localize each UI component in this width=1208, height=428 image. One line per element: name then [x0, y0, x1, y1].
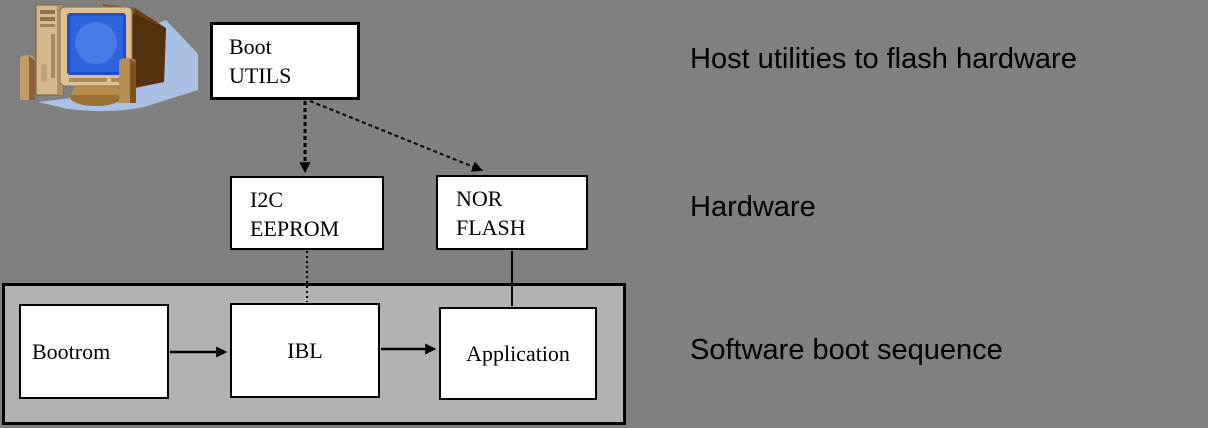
box-bootrom-label: Bootrom: [32, 338, 111, 364]
box-ibl: IBL: [230, 303, 380, 398]
box-boot-utils-line1: Boot: [229, 34, 272, 59]
edge-bootutils-norflash: [309, 100, 484, 172]
box-nor-flash: NOR FLASH: [436, 175, 588, 250]
box-i2c-eeprom-line2: EEPROM: [250, 216, 340, 241]
box-application: Application: [439, 307, 597, 400]
computer-icon: [8, 2, 200, 116]
box-nor-flash-line1: NOR: [456, 186, 503, 211]
box-i2c-eeprom: I2C EEPROM: [230, 176, 384, 250]
box-application-label: Application: [466, 340, 570, 366]
desktop-computer-illustration: [20, 4, 198, 112]
box-bootrom: Bootrom: [19, 304, 169, 399]
box-i2c-eeprom-line1: I2C: [250, 187, 283, 212]
box-boot-utils: Boot UTILS: [210, 22, 360, 100]
box-ibl-label: IBL: [287, 337, 323, 363]
label-host-utilities: Host utilities to flash hardware: [690, 43, 1077, 75]
box-boot-utils-line2: UTILS: [229, 63, 292, 88]
box-nor-flash-line2: FLASH: [456, 215, 526, 240]
label-hardware: Hardware: [690, 191, 816, 223]
label-software-boot-sequence: Software boot sequence: [690, 334, 1003, 366]
